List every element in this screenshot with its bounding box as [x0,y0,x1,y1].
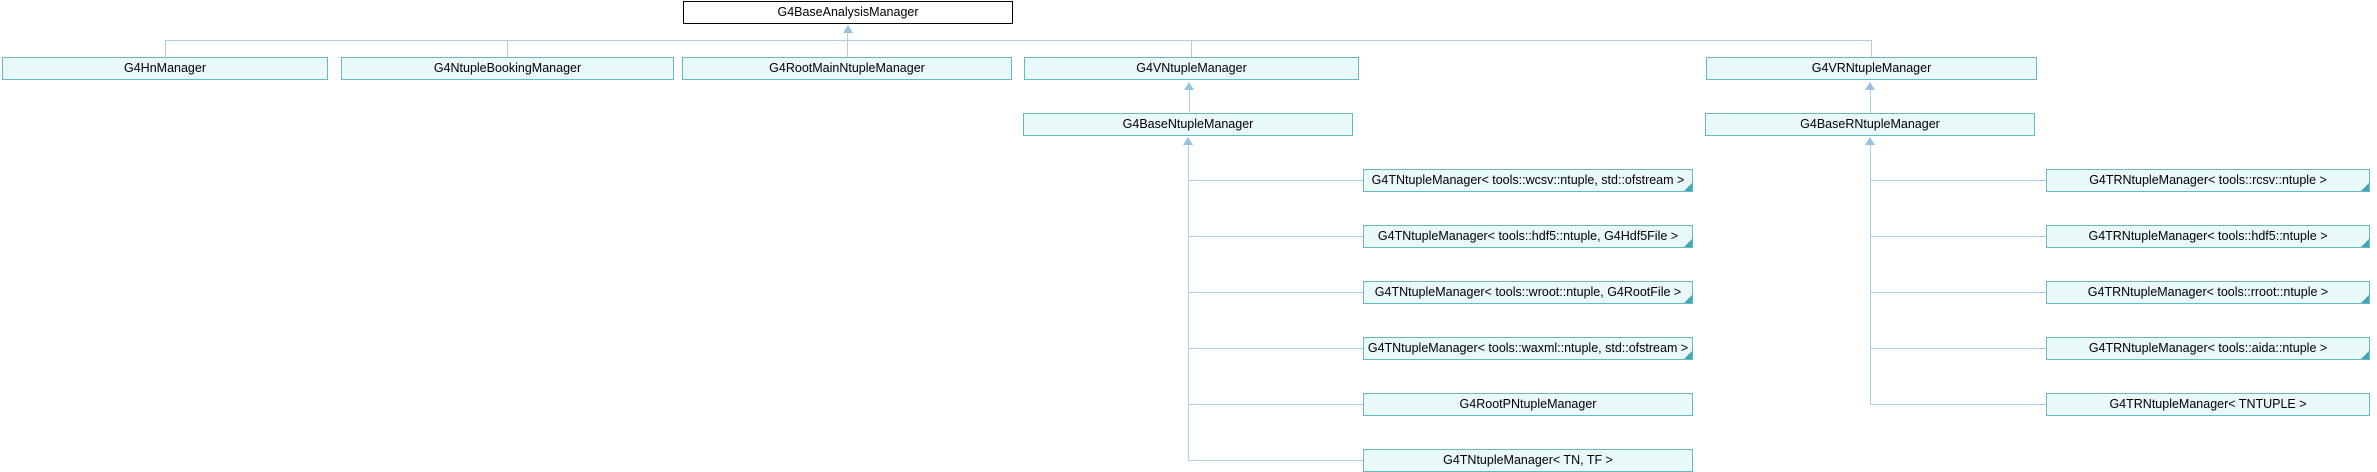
connector-line [165,41,166,57]
class-node-g4-root-main-ntuple-manager[interactable]: G4RootMainNtupleManager [682,57,1012,80]
class-node-tntuple-manager-hdf5[interactable]: G4TNtupleManager< tools::hdf5::ntuple, G… [1363,225,1693,248]
arrow-up-icon [1184,82,1194,90]
class-node-trntuple-manager-template[interactable]: G4TRNtupleManager< TNTUPLE > [2046,393,2370,416]
class-node-g4-base-analysis-manager[interactable]: G4BaseAnalysisManager [683,1,1013,24]
connector-line [1871,41,1872,57]
connector-line [1188,292,1363,293]
connector-line [507,41,508,57]
class-node-g4-base-r-ntuple-manager[interactable]: G4BaseRNtupleManager [1705,113,2035,136]
class-node-tntuple-manager-wroot[interactable]: G4TNtupleManager< tools::wroot::ntuple, … [1363,281,1693,304]
connector-line [1870,404,2046,405]
connector-line [1188,348,1363,349]
connector-line [1870,292,2046,293]
arrow-up-icon [1865,82,1875,90]
class-node-g4-v-ntuple-manager[interactable]: G4VNtupleManager [1024,57,1359,80]
class-node-g4-ntuple-booking-manager[interactable]: G4NtupleBookingManager [341,57,674,80]
connector-line [1870,145,1871,405]
connector-line [1188,404,1363,405]
arrow-up-icon [1865,137,1875,145]
class-node-g4-vr-ntuple-manager[interactable]: G4VRNtupleManager [1706,57,2037,80]
connector-line [847,41,848,57]
connector-line [1188,180,1363,181]
connector-line [1870,236,2046,237]
connector-line [1189,90,1190,113]
class-node-trntuple-manager-hdf5[interactable]: G4TRNtupleManager< tools::hdf5::ntuple > [2046,225,2370,248]
class-node-trntuple-manager-aida[interactable]: G4TRNtupleManager< tools::aida::ntuple > [2046,337,2370,360]
class-node-trntuple-manager-rcsv[interactable]: G4TRNtupleManager< tools::rcsv::ntuple > [2046,169,2370,192]
arrow-up-icon [1183,137,1193,145]
arrow-up-icon [843,25,853,33]
class-node-tntuple-manager-wcsv[interactable]: G4TNtupleManager< tools::wcsv::ntuple, s… [1363,169,1693,192]
class-node-trntuple-manager-rroot[interactable]: G4TRNtupleManager< tools::rroot::ntuple … [2046,281,2370,304]
connector-line [165,40,1872,41]
connector-line [1191,41,1192,57]
connector-line [1188,145,1189,461]
connector-line [1870,180,2046,181]
connector-line [1188,236,1363,237]
class-node-tntuple-manager-template[interactable]: G4TNtupleManager< TN, TF > [1363,449,1693,472]
connector-line [1870,348,2046,349]
class-node-g4-base-ntuple-manager[interactable]: G4BaseNtupleManager [1023,113,1353,136]
connector-line [1870,90,1871,113]
class-node-tntuple-manager-waxml[interactable]: G4TNtupleManager< tools::waxml::ntuple, … [1363,337,1693,360]
connector-line [847,33,848,41]
class-node-g4-root-p-ntuple-manager[interactable]: G4RootPNtupleManager [1363,393,1693,416]
class-node-g4-hn-manager[interactable]: G4HnManager [2,57,328,80]
connector-line [1188,460,1363,461]
